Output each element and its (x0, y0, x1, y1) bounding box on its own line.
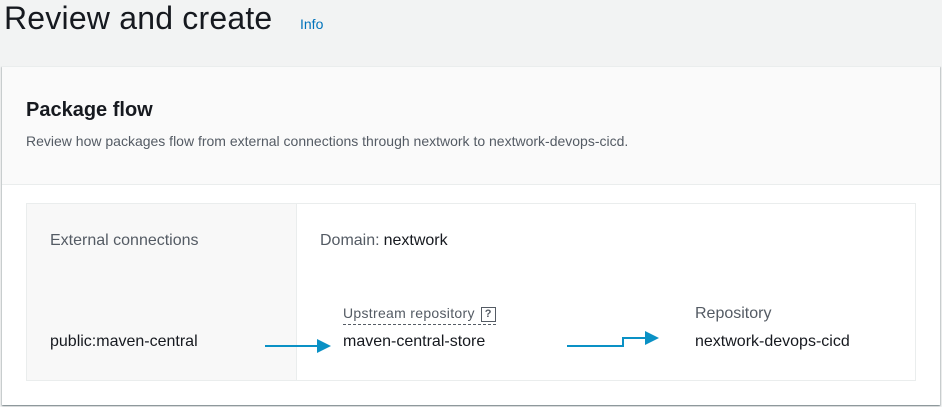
external-connection-value: public:maven-central (50, 333, 198, 350)
help-icon[interactable]: ? (480, 307, 496, 322)
upstream-repository-label-text: Upstream repository (343, 305, 475, 321)
package-flow-container: Package flow Review how packages flow fr… (2, 66, 940, 405)
external-connections-heading: External connections (50, 232, 199, 249)
section-description: Review how packages flow from external c… (26, 133, 629, 149)
domain-value: nextwork (383, 232, 448, 249)
page-title: Review and create (4, 0, 273, 36)
section-title: Package flow (26, 99, 153, 121)
repository-value: nextwork-devops-cicd (695, 333, 850, 350)
container-header: Package flow Review how packages flow fr… (2, 67, 940, 185)
upstream-repository-value: maven-central-store (343, 333, 486, 350)
upstream-repository-label[interactable]: Upstream repository? (343, 305, 496, 325)
arrow-right-icon (265, 339, 331, 353)
external-connections-panel: External connections public:maven-centra… (27, 204, 297, 380)
arrow-right-icon (567, 331, 659, 347)
package-flow-diagram: External connections public:maven-centra… (26, 203, 916, 381)
domain-label: Domain: (320, 232, 380, 249)
domain-line: Domain:nextwork (320, 232, 448, 250)
repository-label: Repository (695, 305, 772, 322)
info-link[interactable]: Info (300, 16, 324, 32)
